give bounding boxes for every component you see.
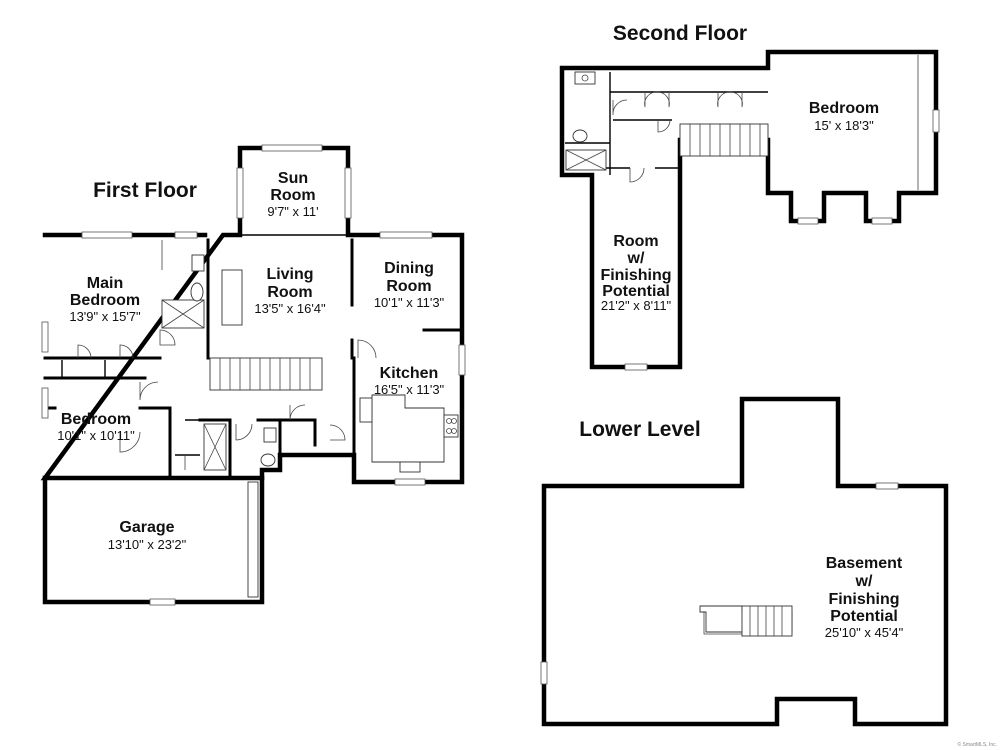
room-name: Living <box>266 266 313 283</box>
lower-level-title: Lower Level <box>579 418 700 441</box>
first-floor-title: First Floor <box>93 179 197 202</box>
room-dimensions: 16'5" x 11'3" <box>374 382 445 397</box>
room-name: w/ <box>627 250 645 267</box>
room-name: Room <box>267 284 312 301</box>
room-name: Bedroom <box>70 292 140 309</box>
room-name: w/ <box>855 573 873 590</box>
room-dimensions: 21'2" x 8'11" <box>601 298 672 313</box>
room-name: Room <box>386 278 431 295</box>
room-name: Finishing <box>828 591 899 608</box>
room-name: Room <box>613 233 658 250</box>
room-dimensions: 9'7" x 11' <box>267 204 318 219</box>
room-name: Sun <box>278 170 308 187</box>
second-floor-plan <box>559 49 940 371</box>
room-label-sun: Sun Room 9'7" x 11' <box>267 170 318 219</box>
room-dimensions: 13'9" x 15'7" <box>69 309 141 324</box>
room-name: Potential <box>830 608 898 625</box>
credit-text: © SmartMLS, Inc. <box>957 741 997 748</box>
lower-level-plan <box>540 396 949 727</box>
room-name: Garage <box>119 519 174 536</box>
room-dimensions: 15' x 18'3" <box>814 118 874 133</box>
room-dimensions: 25'10" x 45'4" <box>825 625 904 640</box>
room-dimensions: 10'1" x 11'3" <box>374 295 445 310</box>
room-label-garage: Garage 13'10" x 23'2" <box>108 519 187 552</box>
first-floor-plan <box>40 144 466 606</box>
room-dimensions: 13'10" x 23'2" <box>108 537 187 552</box>
room-name: Basement <box>826 555 903 572</box>
room-name: Kitchen <box>380 365 439 382</box>
room-name: Bedroom <box>61 411 131 428</box>
room-label-bedroom-second: Bedroom 15' x 18'3" <box>809 100 879 133</box>
room-label-room-finishing-potential: Room w/ Finishing Potential 21'2" x 8'11… <box>600 233 671 313</box>
room-label-basement: Basement w/ Finishing Potential 25'10" x… <box>825 555 904 640</box>
room-label-bedroom-first: Bedroom 10'1" x 10'11" <box>57 411 135 443</box>
room-name: Bedroom <box>809 100 879 117</box>
room-label-living: Living Room 13'5" x 16'4" <box>254 266 326 316</box>
room-name: Room <box>270 187 315 204</box>
room-dimensions: 10'1" x 10'11" <box>57 428 135 443</box>
room-name: Main <box>87 275 123 292</box>
second-floor-title: Second Floor <box>613 22 747 45</box>
room-label-dining: Dining Room 10'1" x 11'3" <box>374 260 445 310</box>
room-label-main-bedroom: Main Bedroom 13'9" x 15'7" <box>69 275 141 324</box>
room-name: Potential <box>602 283 670 300</box>
room-label-kitchen: Kitchen 16'5" x 11'3" <box>374 365 445 397</box>
room-name: Dining <box>384 260 434 277</box>
room-dimensions: 13'5" x 16'4" <box>254 301 326 316</box>
room-name: Finishing <box>600 267 671 284</box>
